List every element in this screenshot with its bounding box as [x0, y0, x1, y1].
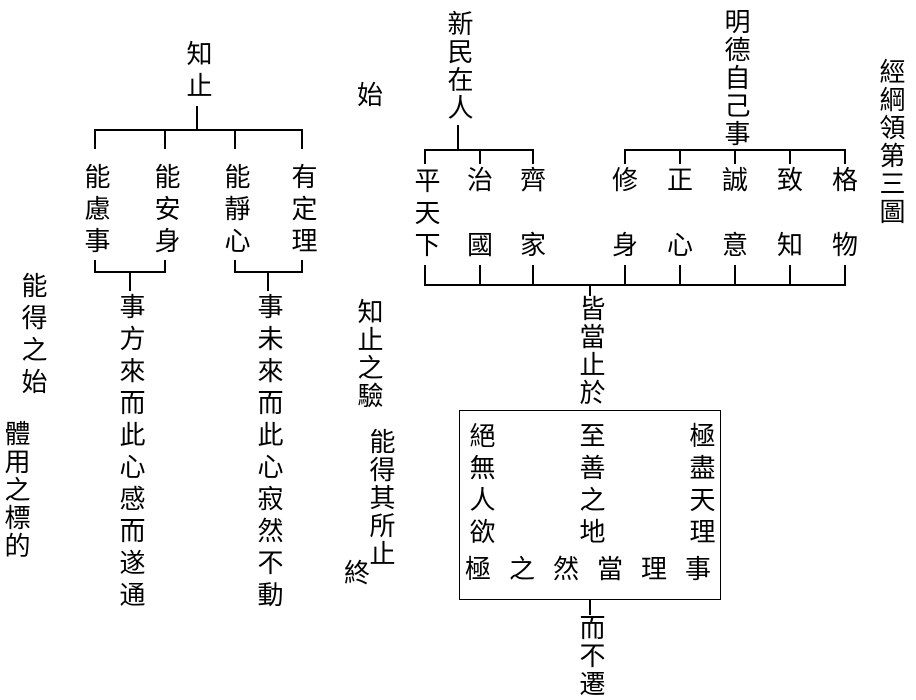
item-zhiguo-upper: 治 [466, 166, 493, 195]
item-zhiguo-lower: 國 [466, 231, 493, 260]
note-attaining-resting-place: 能得其所止 [366, 428, 395, 568]
bracket-convergence-tick [679, 265, 681, 285]
bracket-stillness-drop [267, 271, 269, 292]
label-all-should-stop-at: 皆當止於 [576, 295, 605, 407]
note-beginning: 始 [356, 81, 383, 110]
bracket-response-tick [94, 260, 96, 273]
note-attainment-beginning: 能得之始 [18, 272, 47, 400]
item-xiushen-lower: 身 [611, 231, 638, 260]
item-qijia-lower: 家 [519, 231, 546, 260]
bracket-zhizhi-parent-tick [196, 106, 198, 131]
box-col-exhaust-heavenly-principle: 極盡天理 [686, 422, 715, 550]
bracket-zhizhi-tick [94, 129, 96, 149]
bracket-stillness-tick [301, 260, 303, 273]
header-zhizhi: 知止 [183, 40, 212, 104]
note-response-when-affairs-arrive: 事方來而此心感而遂通 [116, 293, 145, 613]
item-zhengxin-upper: 正 [666, 166, 693, 195]
bracket-convergence-tick [789, 265, 791, 285]
bracket-zhizhi-horizontal [94, 129, 303, 131]
item-neng-an-shen: 能安身 [151, 163, 180, 259]
item-neng-jing-xin: 能靜心 [221, 163, 250, 259]
bracket-mingde-tick [734, 149, 736, 164]
box-col-no-human-desire: 絕無人欲 [466, 422, 495, 550]
bracket-convergence-tick [734, 265, 736, 285]
note-stillness-before-affairs: 事未來而此心寂然不動 [254, 293, 283, 613]
bracket-convergence-tick [844, 265, 846, 285]
bracket-xinmin-tick [479, 149, 481, 164]
bracket-convergence-tick [624, 265, 626, 285]
bracket-convergence-drop [589, 284, 591, 296]
note-end: 終 [343, 559, 370, 588]
item-gewu-upper: 格 [831, 166, 858, 195]
box-bottom-connector [589, 600, 591, 615]
bracket-xinmin-tick [532, 149, 534, 164]
bracket-response-tick [164, 260, 166, 273]
header-mingde-ziji-shi: 明德自己事 [721, 8, 750, 148]
item-chengyi-lower: 意 [721, 231, 748, 260]
item-neng-lv-shi: 能慮事 [81, 163, 110, 259]
item-zhizhi-upper: 致 [776, 166, 803, 195]
bracket-convergence-tick [479, 265, 481, 285]
bracket-zhizhi-tick [301, 129, 303, 149]
item-pingtianxia: 平天下 [411, 167, 440, 263]
bracket-zhizhi-tick [234, 129, 236, 149]
bracket-mingde-tick [789, 149, 791, 164]
bracket-response-drop [129, 271, 131, 292]
bracket-convergence-tick [424, 265, 426, 285]
header-xinmin-zairen: 新民在人 [444, 10, 473, 122]
item-zhizhi-lower: 知 [776, 231, 803, 260]
bracket-xinmin-horizontal [424, 149, 534, 151]
item-zhengxin-lower: 心 [666, 231, 693, 260]
bracket-mingde-tick [679, 149, 681, 164]
label-and-not-shift: 而不遷 [576, 614, 605, 698]
bracket-xinmin-tick [424, 149, 426, 164]
box-supreme-good [459, 410, 721, 600]
item-gewu-lower: 物 [831, 231, 858, 260]
item-xiushen-upper: 修 [611, 166, 638, 195]
box-bottom-row: 極之然當理事 [465, 555, 730, 584]
note-verification: 知止之驗 [354, 298, 383, 410]
diagram-title: 經綱領第三圖 [876, 58, 905, 226]
bracket-xinmin-parent-tick [457, 125, 459, 150]
item-you-ding-li: 有定理 [288, 163, 317, 259]
bracket-mingde-tick [844, 149, 846, 164]
note-substance-function-aim: 體用之標的 [1, 420, 30, 560]
bracket-mingde-tick [624, 149, 626, 164]
bracket-stillness-tick [234, 260, 236, 273]
bracket-convergence-tick [532, 265, 534, 285]
item-qijia-upper: 齊 [519, 166, 546, 195]
bracket-zhizhi-tick [164, 129, 166, 149]
item-chengyi-upper: 誠 [721, 166, 748, 195]
bracket-convergence-horizontal [424, 284, 846, 286]
box-col-place-of-supreme-good: 至善之地 [576, 422, 605, 550]
